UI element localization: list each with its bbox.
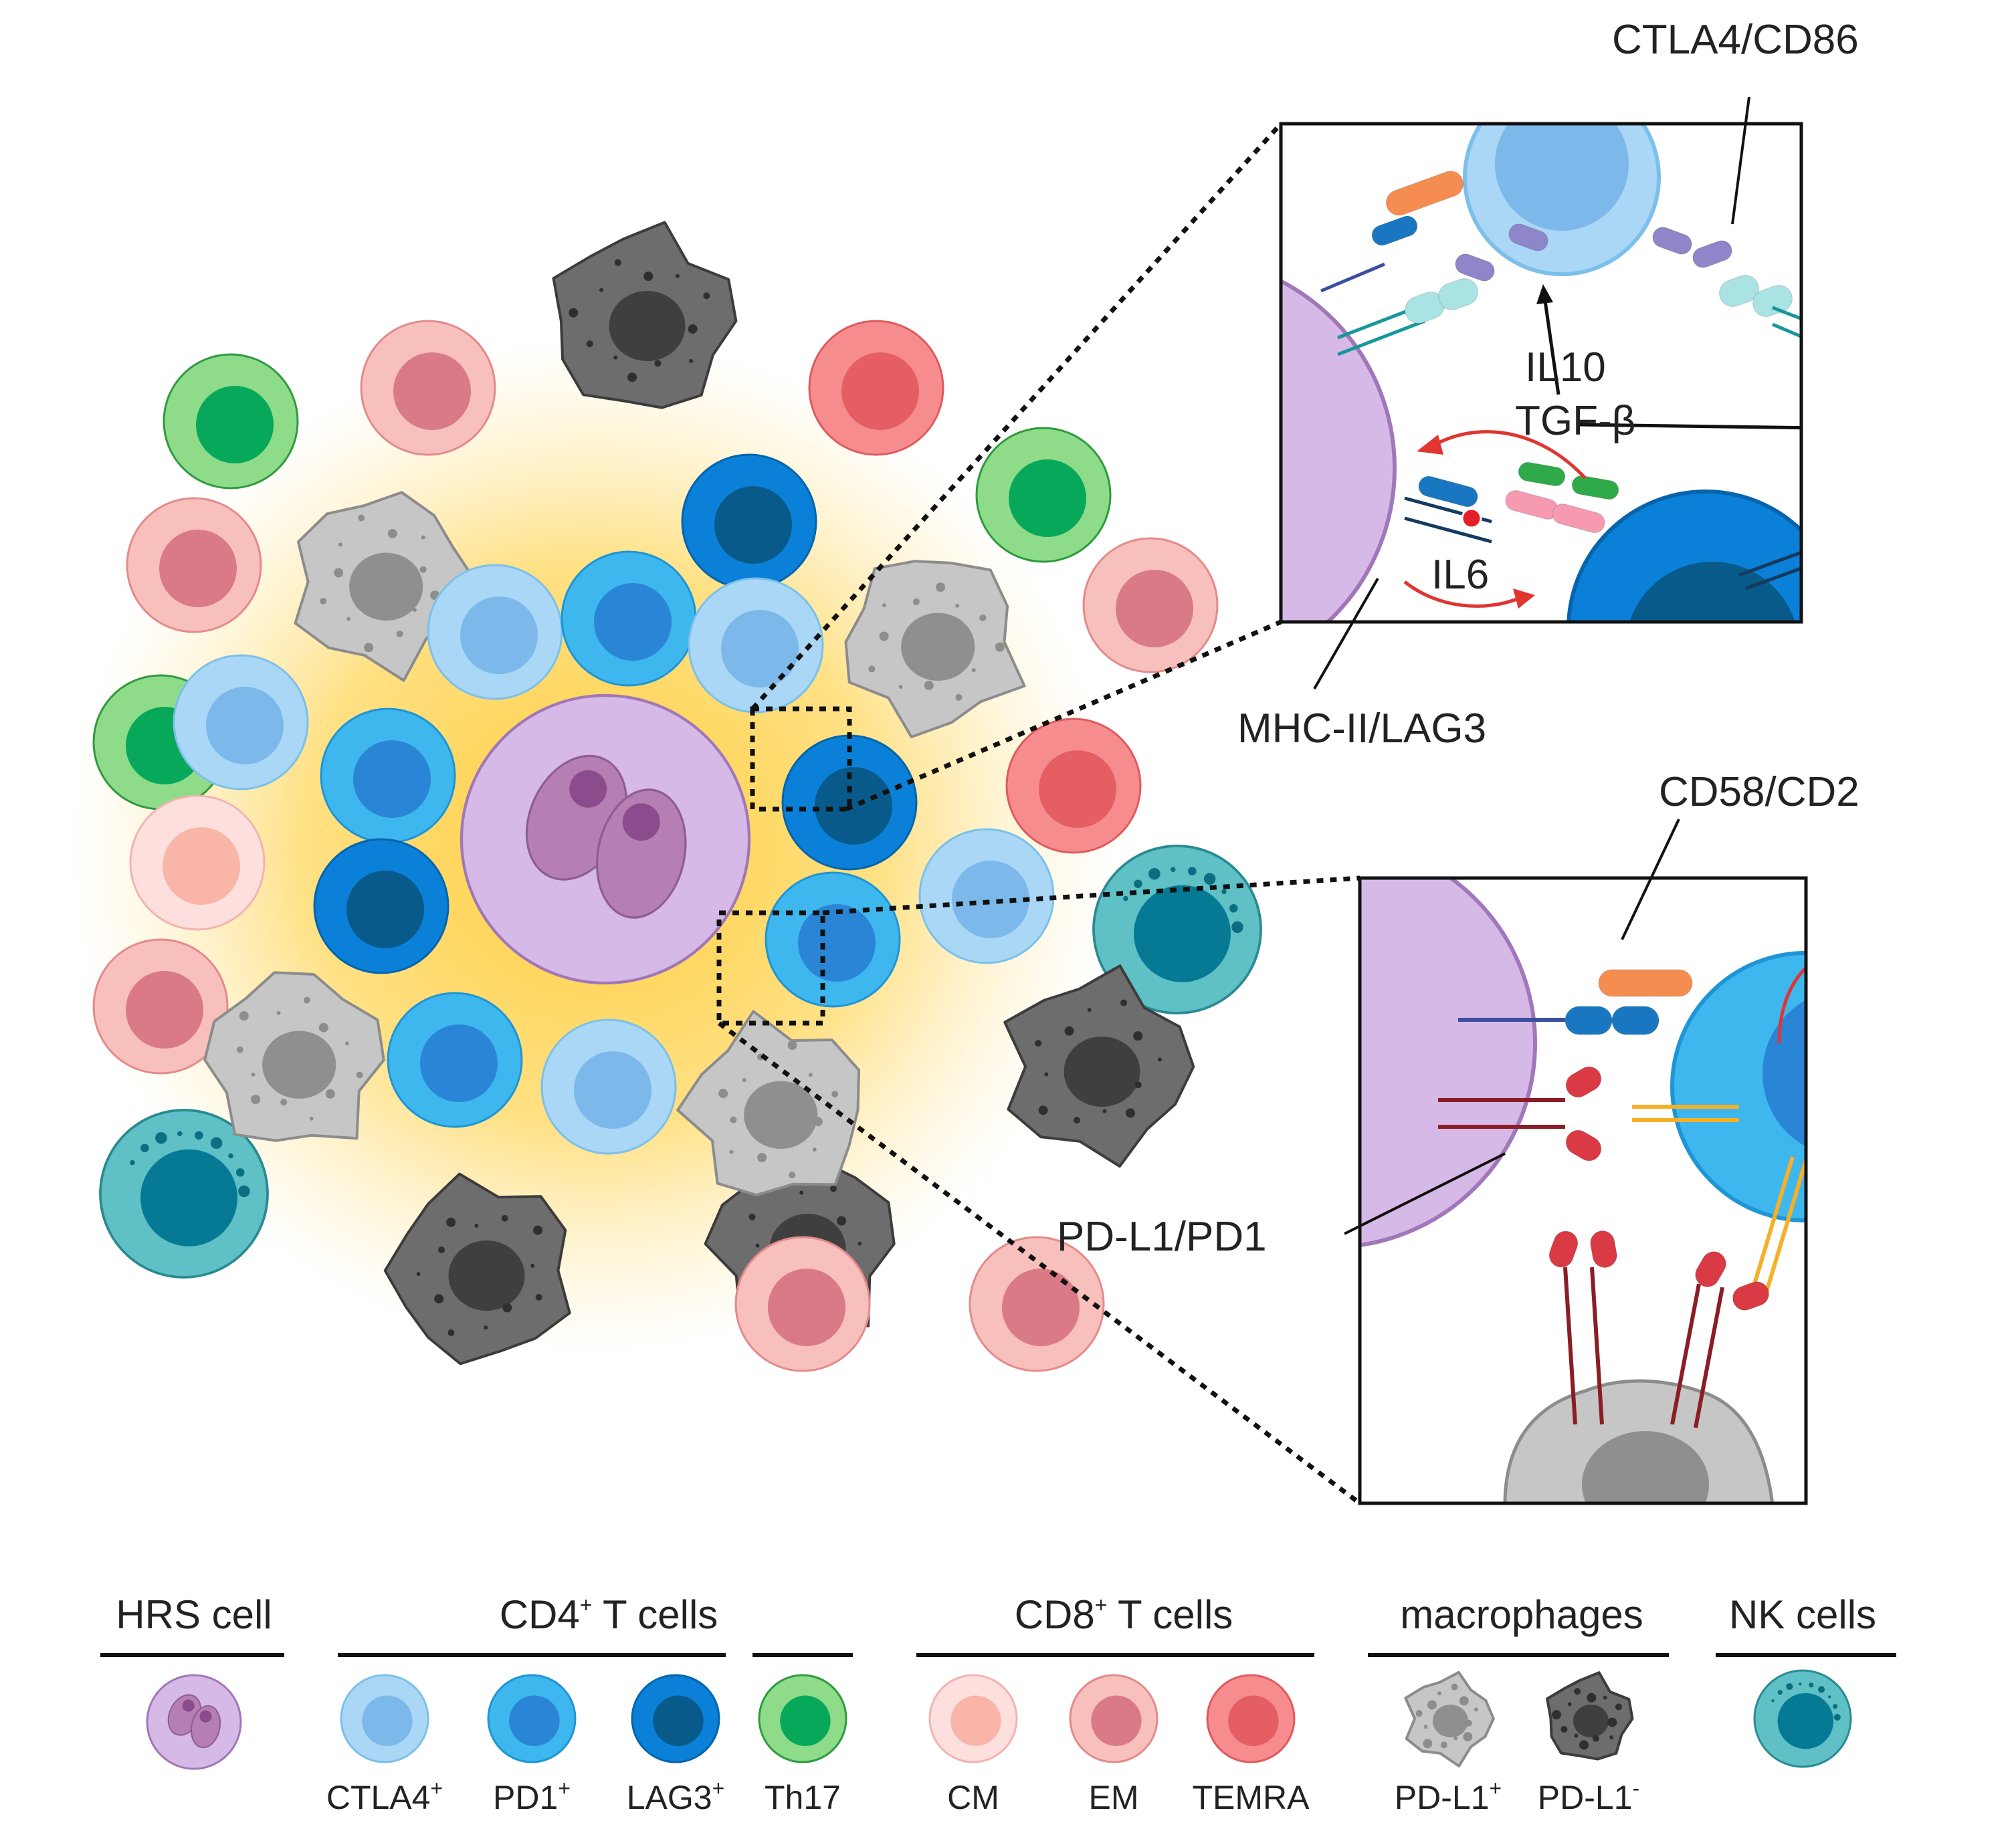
legend-label-em: EM	[1089, 1779, 1139, 1816]
label-pdl1-pd1: PD-L1/PD1	[1057, 1214, 1267, 1260]
th17-cell-8	[975, 427, 1112, 563]
macrophage-inner-12	[203, 971, 385, 1142]
legend-macneg-cell	[1546, 1671, 1634, 1761]
legend-th17-cell	[758, 1674, 847, 1763]
macrophage-16	[552, 221, 738, 409]
pd1-inner-cell-11	[765, 871, 901, 1008]
ctla4-inner-cell-1	[427, 564, 563, 700]
label-il6: IL6	[1431, 552, 1489, 598]
macrophage-17	[383, 1172, 571, 1366]
label-ctla4-cd86: CTLA4/CD86	[1612, 17, 1859, 63]
em-cell-6	[360, 320, 496, 456]
hrs-cell-edge	[1281, 279, 1397, 622]
pd1-nucleus	[1762, 1000, 1806, 1147]
lag3-nucleus	[1629, 562, 1795, 622]
legend-label-th17: Th17	[765, 1779, 841, 1816]
pd1-inner-cell-2	[561, 550, 697, 687]
legend-title-hrs: HRS cell	[116, 1592, 272, 1637]
label-mhc-lag3: MHC-II/LAG3	[1237, 706, 1486, 752]
nk-cell-5	[99, 1109, 269, 1279]
hrs-cell-edge-bottom	[1360, 878, 1537, 1247]
legend-label-temra: TEMRA	[1193, 1779, 1310, 1816]
temra-cell-7	[808, 320, 944, 456]
macrophage-inner-5	[844, 560, 1026, 738]
ctla4-inner-cell-4	[688, 577, 824, 714]
label-il2: IL2	[1806, 976, 1863, 1022]
signal-arrows-top	[1403, 284, 1801, 609]
pd1-inner-cell-13	[387, 992, 523, 1128]
legend-title-cd8: CD8+ T cells	[1015, 1592, 1233, 1637]
legend-hrs-cell	[146, 1674, 242, 1770]
em-cell-1	[126, 497, 262, 633]
ctla4-inner-cell-6	[173, 654, 309, 790]
pd1-inner-cell-7	[320, 708, 456, 844]
receptors-top	[1320, 129, 1801, 590]
label-il10: IL10	[1525, 344, 1606, 391]
legend-label-cm: CM	[947, 1779, 999, 1816]
legend-cm-cell	[928, 1674, 1018, 1763]
cell-cluster	[92, 221, 1262, 1372]
legend-title-macrophages: macrophages	[1400, 1592, 1643, 1637]
em-cell-4	[92, 938, 229, 1075]
legend-label-macneg: PD-L1-	[1538, 1776, 1639, 1816]
ctla4-nucleus	[1495, 124, 1629, 231]
legend-title-nk: NK cells	[1729, 1592, 1876, 1637]
lag3-inner-cell-9	[313, 838, 449, 974]
lag3-inner-cell-3	[681, 453, 817, 590]
receptors-bottom	[1438, 969, 1806, 1428]
em-cell-13	[734, 1236, 871, 1372]
ctla4-inner-cell-10	[918, 828, 1055, 964]
zoom-connectors	[716, 122, 1362, 1505]
em-cell-14	[969, 1236, 1105, 1372]
legend-nk-cell	[1753, 1669, 1852, 1768]
legend-label-pd1: PD1+	[493, 1776, 571, 1816]
macrophage-15	[1003, 964, 1195, 1168]
legend-label-lag3: LAG3+	[627, 1776, 725, 1816]
label-tgf: TGF-β	[1515, 398, 1635, 444]
legend-em-cell	[1069, 1674, 1158, 1763]
label-cd58-cd2: CD58/CD2	[1659, 769, 1859, 815]
nk-cell-11	[1092, 845, 1262, 1014]
macrophage-edge	[1831, 127, 1940, 535]
labels: CTLA4/CD86 MHC-II/LAG3 CD58/CD2 PD-L1/PD…	[1057, 17, 1859, 1260]
macrophage-inner-15	[676, 1010, 861, 1196]
ctla4-inner-cell-14	[540, 1018, 677, 1155]
zoom-panel-bottom: IL2	[1358, 876, 1863, 1505]
legend-temra-cell	[1206, 1674, 1296, 1763]
em-cell-9	[1082, 537, 1219, 673]
hrs-cell-center	[460, 693, 751, 985]
legend-title-cd4: CD4+ T cells	[500, 1592, 718, 1637]
pd1-t-cell	[1670, 951, 1806, 1222]
th17-cell-0	[163, 353, 299, 490]
legend-lag3-cell	[631, 1674, 720, 1763]
legend-macpos-cell	[1404, 1670, 1495, 1767]
cm-cell-3	[129, 794, 266, 931]
legend-label-ctla4: CTLA4+	[326, 1776, 443, 1816]
legend-pd1-cell	[487, 1674, 577, 1763]
temra-cell-10	[1005, 718, 1142, 854]
legend-ctla4-cell	[340, 1674, 429, 1763]
legend-label-macpos: PD-L1+	[1395, 1776, 1502, 1816]
